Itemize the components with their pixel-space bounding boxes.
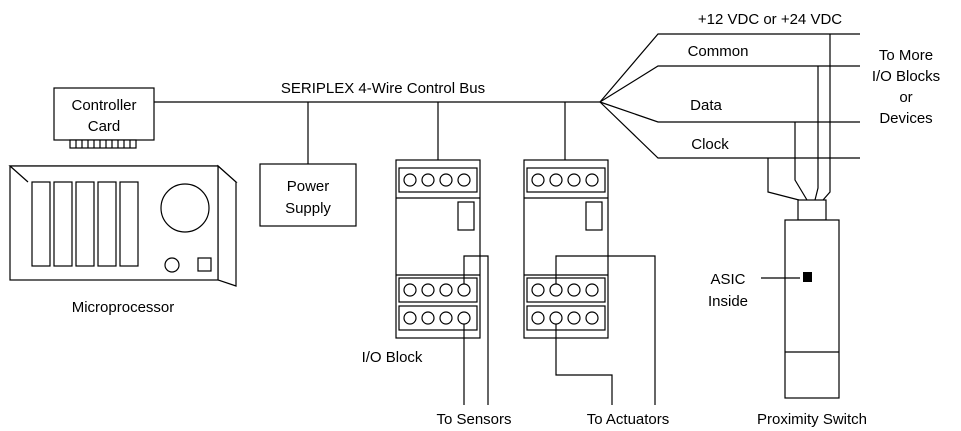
power-supply-label-2: Supply — [285, 200, 331, 217]
bus-wires: +12 VDC or +24 VDC Common Data Clock — [599, 11, 860, 159]
data-label: Data — [690, 97, 722, 114]
bus-label: SERIPLEX 4-Wire Control Bus — [281, 80, 485, 97]
io-block-2: To Actuators — [523, 159, 670, 428]
controller-card-label-1: Controller — [71, 97, 136, 114]
proximity-switch-label: Proximity Switch — [757, 411, 867, 428]
more-label-1: To More — [879, 47, 933, 64]
asic-label-2: Inside — [708, 293, 748, 310]
control-bus: SERIPLEX 4-Wire Control Bus — [154, 80, 600, 164]
io-block-label: I/O Block — [362, 349, 423, 366]
to-sensors-label: To Sensors — [436, 411, 511, 428]
controller-card-label-2: Card — [88, 118, 121, 135]
controller-card: Controller Card — [53, 87, 155, 149]
asic-chip-icon — [803, 272, 812, 282]
microprocessor-label: Microprocessor — [72, 299, 175, 316]
microprocessor: Microprocessor — [8, 164, 238, 316]
to-actuators-label: To Actuators — [587, 411, 670, 428]
proximity-switch: ASIC Inside Proximity Switch — [708, 199, 867, 428]
more-label-3: or — [899, 89, 912, 106]
clock-label: Clock — [691, 136, 729, 153]
switch-drops — [767, 34, 831, 201]
power-supply-label-1: Power — [287, 178, 330, 195]
more-label-2: I/O Blocks — [872, 68, 940, 85]
more-label-4: Devices — [879, 110, 932, 127]
common-label: Common — [688, 43, 749, 60]
asic-label-1: ASIC — [710, 271, 745, 288]
voltage-label: +12 VDC or +24 VDC — [698, 11, 842, 28]
power-supply: Power Supply — [259, 163, 357, 227]
io-block-1: I/O Block To Sensors — [362, 159, 512, 428]
